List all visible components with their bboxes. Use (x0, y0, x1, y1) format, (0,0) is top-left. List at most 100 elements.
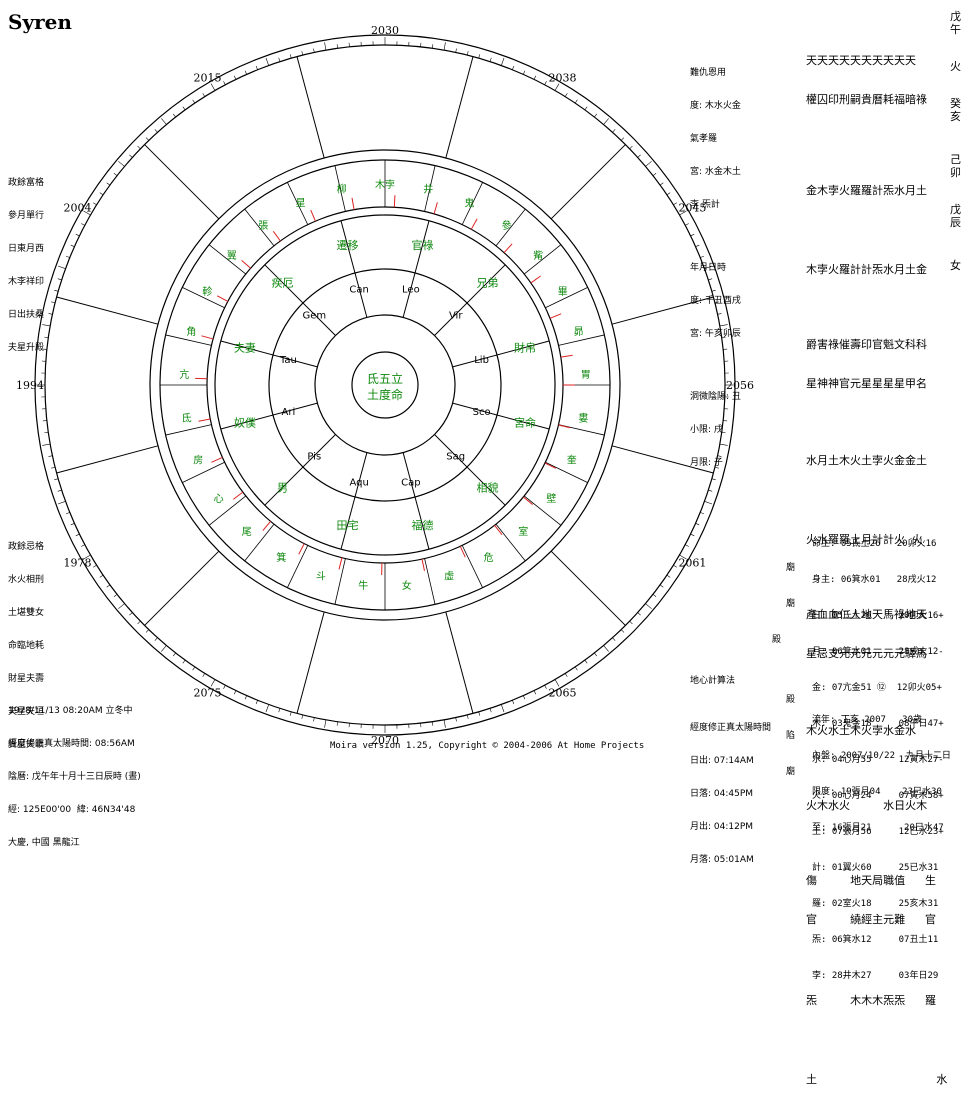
tick-mark (501, 58, 504, 66)
tick-mark (44, 337, 48, 338)
tick-mark (621, 138, 624, 141)
tick-mark (594, 653, 596, 656)
mansion-label: 亢 (179, 368, 189, 381)
tick-mark (51, 302, 55, 303)
tick-mark (501, 704, 504, 712)
sector-divider (145, 145, 219, 219)
planet-row: 身主: 06箕水01 28戌火12 (812, 574, 944, 586)
planet-row: 日: 05氐土26 20卯火16+ (812, 610, 944, 622)
tick-mark (621, 630, 624, 633)
mansion-divider (462, 545, 482, 587)
red-tick (550, 314, 561, 318)
tick-mark (256, 700, 257, 704)
top-right-small-block: 難仇恩用 度: 木水火金 氣孝羅 宮: 水金木土 李 炁計 年月日時 度: 千丑… (690, 46, 741, 480)
tick-mark (58, 501, 66, 504)
mansion-label: 斗 (316, 570, 326, 582)
tick-mark (512, 700, 513, 704)
tick-mark (71, 245, 75, 247)
age-row: 至: 16張月21 20巳水47 (812, 822, 951, 834)
tick-mark (58, 279, 62, 280)
age-row: 限度: 19張月04 23巳水30 (812, 786, 951, 798)
sector-divider (297, 612, 324, 713)
tick-mark (66, 512, 70, 513)
tick-mark (266, 704, 269, 712)
top-left-line: 木李祥印 (8, 277, 44, 288)
planet-marks: 廟 廟 殿 殿 陷 廟 (786, 526, 795, 790)
center-line-2: 土度命 (367, 387, 403, 402)
tick-mark (183, 660, 185, 663)
tick-mark (700, 512, 704, 513)
tick-mark (467, 715, 468, 719)
mansion-divider (425, 559, 435, 605)
mansion-label: 星 (296, 198, 306, 210)
planet-mark: 廟 (786, 598, 795, 610)
small-line: 小限: 戌 (690, 425, 741, 436)
mansion-label: 井 (423, 183, 433, 196)
planet-row: 孛: 28井木27 03年日29 (812, 970, 944, 982)
mansion-divider (182, 462, 224, 482)
mansion-label: 張 (258, 220, 268, 232)
tick-mark (660, 585, 663, 587)
age-row: 內盤: 2007/10/22 九月十二日 (812, 750, 951, 762)
side-label: 戊 (950, 10, 964, 23)
tick-mark (325, 720, 326, 728)
mansion-label: 觜 (533, 249, 543, 262)
sign-label: Sco (473, 407, 491, 418)
sign-label: Gem (302, 310, 326, 321)
tick-mark (325, 42, 326, 50)
tick-mark (630, 621, 633, 624)
tick-mark (456, 718, 457, 722)
palace-label: 相貌 (477, 481, 499, 495)
mansion-label: 箕 (276, 551, 286, 564)
planet-row: 命主: 05氐土26 20卯火16 (812, 538, 944, 550)
birth-info-line: 1978/11/13 08:20AM 立冬中 (8, 706, 141, 717)
side-label: 癸 (950, 97, 964, 110)
sun-time-row: 月出: 04:12PM (690, 822, 771, 833)
top-left-line: 日東月西 (8, 244, 44, 255)
tick-mark (93, 565, 96, 567)
sector-divider (297, 57, 324, 158)
planet-mark: 廟 (786, 562, 795, 574)
red-tick (242, 260, 251, 268)
small-line: 宮: 水金木土 (690, 167, 741, 178)
sun-time-row: 日落: 04:45PM (690, 789, 771, 800)
planet-mark: 殿 (772, 634, 795, 646)
sector-divider (446, 612, 473, 713)
tick-mark (146, 630, 149, 633)
sign-label: Ari (282, 407, 296, 418)
sun-times-heading: 經度修正真太陽時間 (690, 723, 771, 734)
mansion-label: 畢 (558, 286, 568, 298)
tick-mark (555, 84, 559, 91)
mansion-label: 胃 (581, 369, 591, 381)
tick-mark (203, 93, 205, 96)
palace-label: 疾厄 (271, 275, 293, 289)
tick-mark (245, 696, 247, 700)
mansion-label: 室 (518, 525, 528, 538)
mansion-label: 參 (502, 219, 512, 232)
tick-mark (512, 66, 513, 70)
planet-row: 月: 06箕水01 28戌火12- (812, 646, 944, 658)
tick-mark (653, 594, 656, 596)
right-side-labels: 戊 午 火 癸 亥 己 卯 戊 辰 女 (950, 10, 964, 272)
mansion-label: 牛 (358, 579, 368, 592)
birth-info-block: 1978/11/13 08:20AM 立冬中 經度修正真太陽時間: 08:56A… (8, 684, 141, 860)
tick-mark (630, 146, 633, 149)
tick-mark (545, 685, 547, 689)
small-line: 月限: 子 (690, 458, 741, 469)
tick-mark (575, 667, 577, 670)
tick-mark (456, 49, 457, 53)
tick-mark (613, 638, 616, 641)
tick-mark (76, 534, 80, 536)
tick-mark (58, 490, 62, 491)
sector-divider (551, 551, 625, 625)
inner-divider (403, 221, 429, 318)
tick-mark (173, 653, 175, 656)
tick-mark (467, 51, 468, 55)
inner-divider (403, 453, 429, 550)
tick-mark (432, 44, 433, 48)
tick-mark (203, 673, 205, 676)
right-row: 土 水 (806, 1073, 947, 1086)
red-tick (352, 198, 354, 210)
red-tick (523, 497, 532, 505)
tick-mark (302, 715, 303, 719)
